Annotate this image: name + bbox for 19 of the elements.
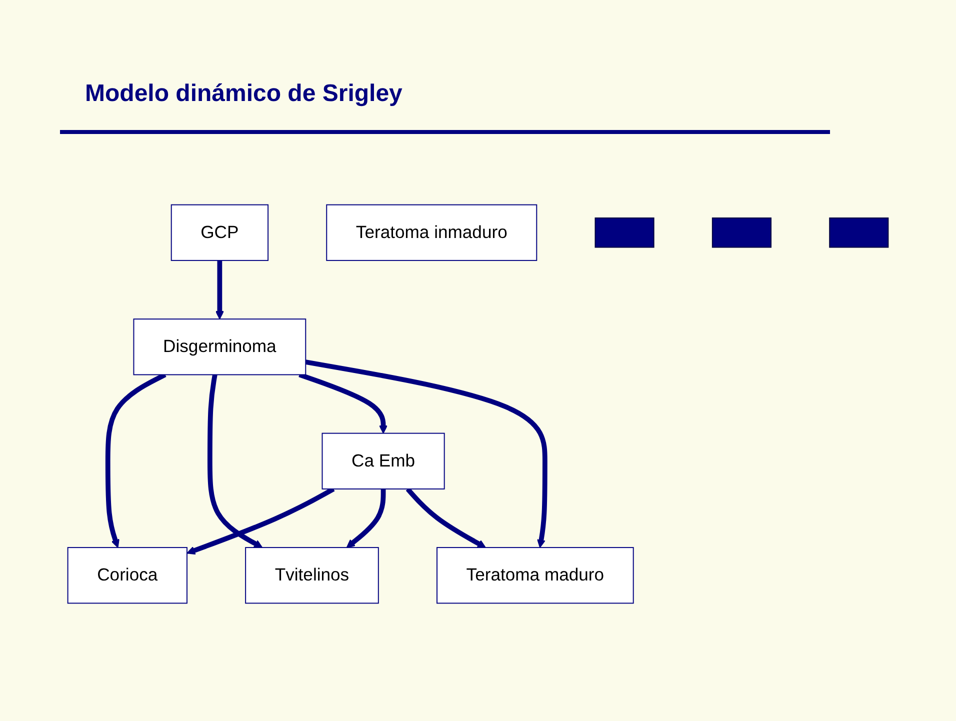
node-box [712,217,772,248]
arrow [298,372,388,434]
node-box: Corioca [67,547,188,604]
node-box: Teratoma maduro [436,547,634,604]
arrow [406,487,486,548]
arrow [346,488,386,548]
arrow [305,360,548,548]
arrow [105,372,166,548]
arrow [207,374,263,548]
node-box: Teratoma inmaduro [326,204,538,261]
node-box: Ca Emb [322,432,445,490]
node-box [829,217,889,248]
arrow [186,486,335,555]
node-box: Disgerminoma [133,318,306,376]
node-box: Tvitelinos [245,547,379,604]
node-box: GCP [170,204,269,261]
arrow [215,260,224,320]
slide-title: Modelo dinámico de Srigley [85,80,404,108]
node-box [594,217,654,248]
